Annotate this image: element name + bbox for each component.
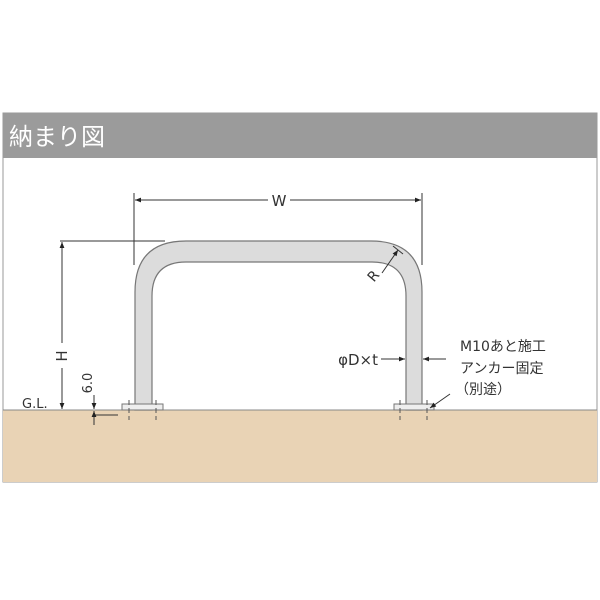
ground [3, 410, 597, 482]
height-label: H [53, 350, 71, 361]
embed-depth-label: 6.0 [81, 373, 96, 394]
ground-level-label: G.L. [22, 397, 48, 412]
u-frame-pipe [134, 240, 423, 411]
radius-leader [381, 249, 399, 274]
anchor-note-line1: M10あと施工 [460, 339, 546, 355]
radius-tick [392, 245, 404, 255]
diagram-title: 納まり図 [9, 123, 105, 151]
anchor-note-line3: （別途） [455, 381, 511, 398]
width-dimension [133, 193, 423, 265]
header-bar [3, 113, 597, 158]
base-plate-left [121, 403, 164, 411]
anchor-leader [429, 393, 451, 409]
width-label: W [272, 192, 287, 210]
anchor-bolts [128, 400, 428, 420]
height-dimension [59, 240, 165, 409]
anchor-note-line2: アンカー固定 [460, 361, 543, 377]
embed-depth-dimension [91, 395, 118, 425]
pipe-label: φD×t [338, 351, 378, 369]
